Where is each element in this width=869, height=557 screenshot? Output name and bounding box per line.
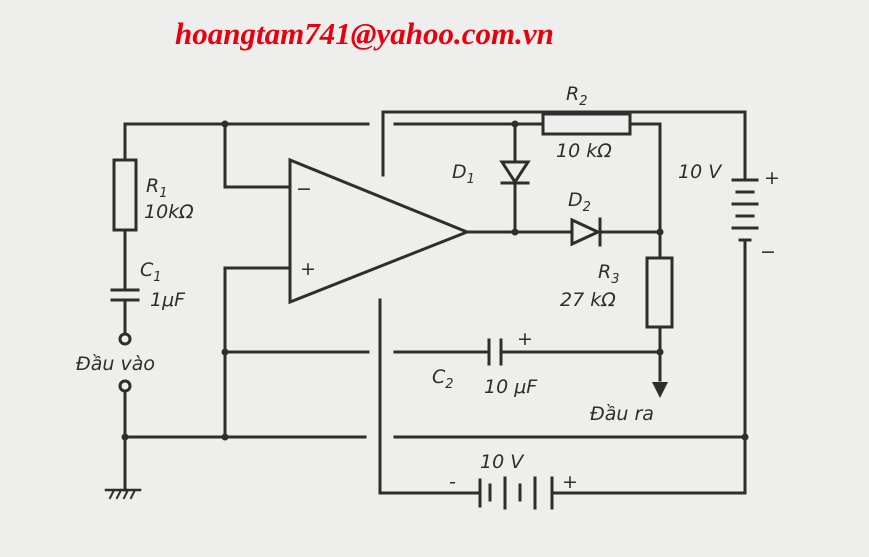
capacitor-c2: + C2 10 μF (432, 328, 538, 398)
battery-right-minus: − (760, 241, 776, 263)
svg-text:C1: C1 (140, 259, 162, 285)
c2-plus: + (517, 328, 533, 350)
svg-text:C2: C2 (432, 366, 454, 392)
opamp: − + (288, 157, 472, 305)
svg-text:D1: D1 (452, 161, 475, 187)
ground-icon (104, 488, 142, 500)
svg-text:R1: R1 (146, 175, 167, 201)
c2-value: 10 μF (484, 376, 538, 398)
battery-right-plus: + (764, 167, 780, 189)
svg-text:D2: D2 (568, 189, 591, 215)
output-terminal[interactable]: Đầu ra (590, 382, 668, 425)
battery-bottom: 10 V - + (449, 451, 578, 510)
svg-text:R2: R2 (566, 83, 587, 109)
input-label: Đầu vào (76, 353, 155, 375)
svg-text:R3: R3 (598, 261, 619, 287)
resistor-r1: R1 10kΩ (112, 158, 194, 232)
r3-value: 27 kΩ (560, 289, 616, 311)
opamp-plus-label: + (300, 258, 316, 280)
opamp-minus-label: − (296, 178, 312, 200)
diode-d2: D2 (568, 189, 602, 247)
r2-value: 10 kΩ (556, 140, 612, 162)
battery-bottom-minus: - (449, 471, 456, 493)
input-terminals[interactable]: Đầu vào (76, 332, 155, 393)
output-label: Đầu ra (590, 403, 654, 425)
battery-bottom-value: 10 V (480, 451, 525, 473)
resistor-r3: R3 27 kΩ (560, 256, 674, 329)
battery-bottom-plus: + (562, 471, 578, 493)
capacitor-c1: C1 1μF (110, 259, 186, 311)
resistor-r2: R2 10 kΩ (541, 83, 632, 162)
email-watermark: hoangtam741@yahoo.com.vn (175, 16, 554, 51)
wires (123, 110, 747, 495)
battery-right: 10 V + − (678, 161, 780, 263)
r1-value: 10kΩ (144, 201, 194, 223)
battery-right-value: 10 V (678, 161, 723, 183)
junction-dots (121, 120, 749, 441)
diode-d1: D1 (452, 160, 531, 187)
c1-value: 1μF (150, 289, 186, 311)
